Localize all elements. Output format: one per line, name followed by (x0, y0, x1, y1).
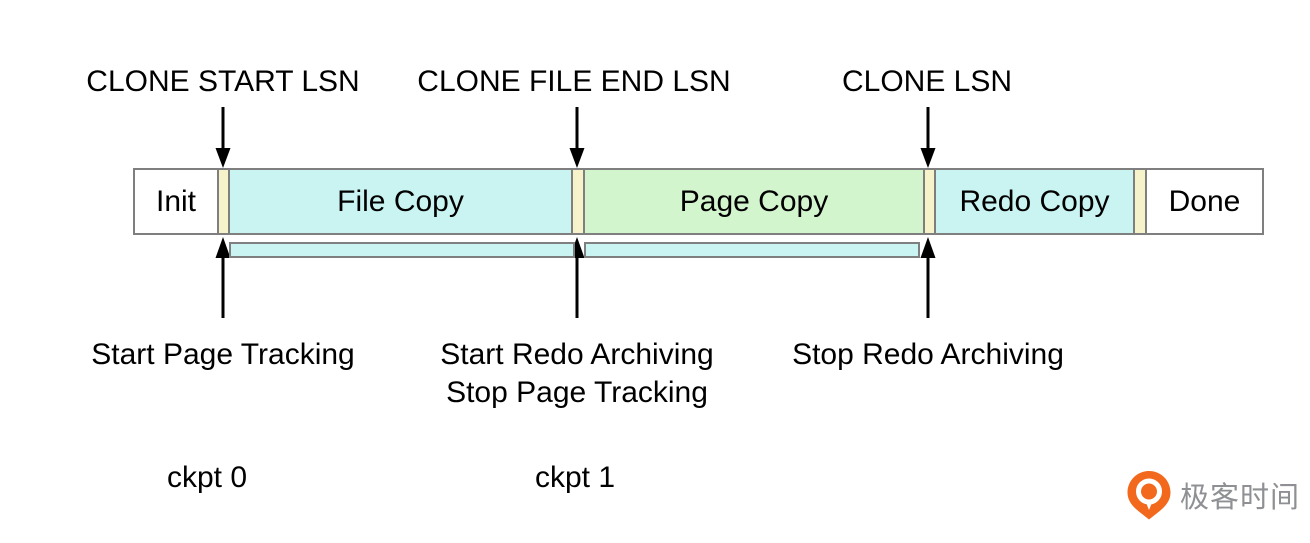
label-start-redo-archiving-stop-page-tracking: Start Redo Archiving Stop Page Tracking (440, 336, 713, 412)
geektime-logo-text: 极客时间 (1180, 482, 1301, 514)
segment-file-copy-label: File Copy (337, 184, 464, 218)
segment-init-label: Init (155, 184, 197, 218)
label-stop-redo-archiving-line1: Stop Redo Archiving (792, 338, 1064, 371)
stop-redo-archiving-arrow-up (920, 237, 936, 318)
segment-init: Init (133, 168, 219, 235)
segment-done: Done (1145, 168, 1264, 235)
label-stop-redo-archiving: Stop Redo Archiving (792, 336, 1064, 374)
label-clone-file-end-lsn: CLONE FILE END LSN (417, 65, 731, 98)
page-tracking-range-bar (229, 242, 575, 258)
label-clone-lsn: CLONE LSN (841, 65, 1013, 98)
segment-redo-copy: Redo Copy (934, 168, 1135, 235)
segment-page-copy: Page Copy (583, 168, 925, 235)
label-start-redo-archiving-line1: Start Redo Archiving (440, 338, 714, 371)
label-stop-page-tracking-line2: Stop Page Tracking (446, 376, 708, 409)
label-ckpt-0: ckpt 0 (166, 461, 248, 494)
label-clone-start-lsn: CLONE START LSN (86, 65, 360, 98)
segment-page-copy-label: Page Copy (679, 184, 829, 218)
geektime-pin-icon (1127, 471, 1171, 520)
clone-file-end-lsn-arrow-down (569, 107, 585, 168)
clone-start-lsn-arrow-down (215, 107, 231, 168)
timeline-bar: Init File Copy Page Copy Redo Copy Done (133, 168, 1264, 235)
redo-archiving-range-bar (584, 242, 920, 258)
segment-redo-copy-label: Redo Copy (959, 184, 1110, 218)
label-ckpt-1: ckpt 1 (534, 461, 616, 494)
label-start-page-tracking: Start Page Tracking (91, 336, 354, 374)
geektime-logo: 极客时间 (1126, 470, 1300, 520)
segment-file-copy: File Copy (228, 168, 573, 235)
clone-lsn-arrow-down (920, 107, 936, 168)
segment-done-label: Done (1168, 184, 1241, 218)
label-start-page-tracking-line1: Start Page Tracking (91, 338, 355, 371)
